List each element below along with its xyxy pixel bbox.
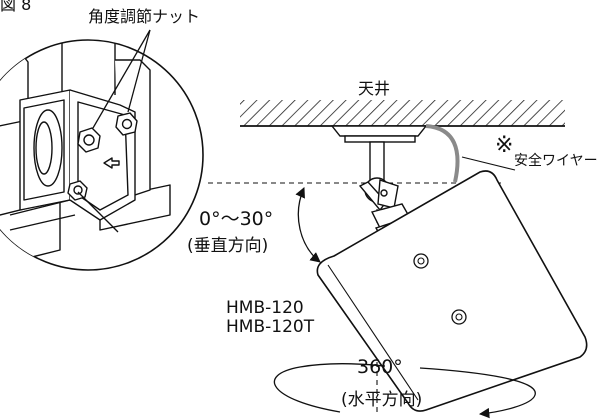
angle-adjust-nut-label: 角度調節ナット — [88, 7, 201, 26]
tilt-angle-arrow — [295, 187, 321, 263]
rotation-direction-label: (水平方向) — [341, 390, 423, 410]
speaker-cabinet — [316, 170, 588, 412]
model-label-2: HMB-120T — [226, 317, 315, 337]
rotation-range-label: 360° — [357, 356, 403, 378]
safety-wire-label: 安全ワイヤー — [514, 153, 598, 169]
tilt-direction-label: (垂直方向) — [187, 236, 269, 256]
rotation-arrow — [273, 362, 536, 419]
ceiling-label: 天井 — [358, 79, 391, 98]
model-label-1: HMB-120 — [226, 298, 304, 318]
figure-label: 図 8 — [0, 0, 32, 14]
ceiling — [240, 100, 565, 127]
ceiling-mount — [330, 125, 428, 183]
tilt-range-label: 0°～30° — [199, 208, 274, 230]
bracket-detail-view — [0, 29, 204, 271]
note-mark: ※ — [495, 133, 514, 158]
safety-wire — [425, 124, 460, 183]
